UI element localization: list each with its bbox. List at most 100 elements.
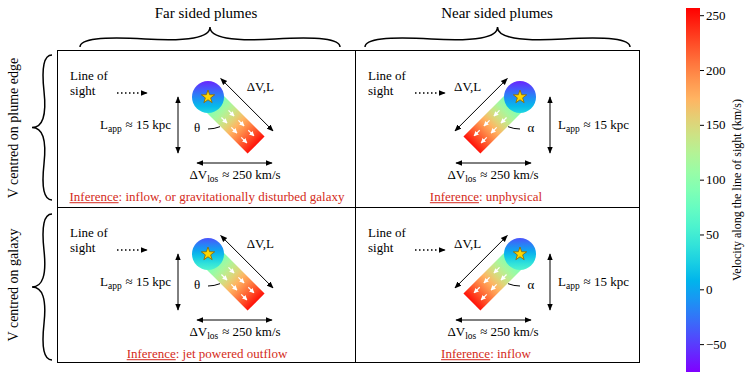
label-text: los: [207, 331, 218, 341]
label-group: V centred on plume edge: [6, 58, 23, 198]
label-group: Far sided plumes: [155, 4, 258, 22]
flow-arrow: [221, 275, 227, 281]
label-group: 250: [706, 8, 726, 24]
plume-illustration: [415, 79, 550, 163]
label-group: Lapp≈ 15 kpc: [558, 117, 629, 135]
flow-arrow: [501, 275, 507, 281]
label-text: 150: [706, 118, 726, 133]
label-group: −50: [706, 337, 726, 353]
dimension-arrow: [197, 163, 272, 164]
label-group: ΔV,L: [247, 236, 274, 252]
tick-mark: [700, 70, 704, 71]
label-text: Line of sight: [70, 68, 108, 98]
label-text: α: [528, 277, 535, 292]
flow-arrow: [241, 294, 247, 300]
inference-text: Inference: [430, 189, 479, 204]
plume-body: [463, 246, 528, 311]
label-text: ΔV,L: [247, 79, 274, 94]
sightline-arrow: [415, 92, 445, 94]
tick-mark: [700, 344, 704, 345]
label-text: Velocity along the line of sight (km/s): [730, 99, 744, 281]
label-group: Near sided plumes: [441, 4, 553, 22]
label-text: los: [207, 174, 218, 184]
label-text: app: [108, 281, 122, 291]
tick-mark: [700, 234, 704, 235]
label-group: Line of sight: [368, 69, 413, 99]
star-symbol: [513, 90, 526, 103]
label-group: V centred on galaxy: [6, 229, 23, 342]
sightline-arrow: [117, 92, 147, 94]
curly-brace: [365, 27, 630, 47]
plume-body: [463, 89, 528, 154]
plume-illustration: [117, 79, 273, 163]
label-group: θ: [194, 120, 200, 136]
plume-body: [200, 246, 265, 311]
label-group: 200: [706, 63, 726, 79]
label-text: ≈ 15 kpc: [126, 117, 171, 132]
flow-arrow: [238, 277, 244, 283]
flow-arrow: [481, 137, 487, 143]
label-text: L: [100, 117, 108, 132]
label-group: ΔVlos≈ 250 km/s: [189, 324, 280, 342]
dimension-arrow: [550, 254, 551, 310]
dimension-arrow: [455, 79, 507, 131]
label-group: ΔV,L: [454, 236, 481, 252]
flow-arrow: [474, 287, 480, 293]
flow-arrow: [494, 267, 500, 273]
label-text: α: [528, 120, 535, 135]
flow-arrow: [491, 284, 497, 290]
dimension-arrow: [455, 236, 507, 288]
label-text: L: [558, 274, 566, 289]
label-text: ΔV,L: [454, 236, 481, 251]
curly-brace: [80, 27, 340, 47]
label-text: los: [465, 174, 476, 184]
label-text: θ: [194, 277, 200, 292]
inference-text: Inference: [70, 189, 119, 204]
tick-mark: [700, 289, 704, 290]
flow-arrow: [241, 137, 247, 143]
inference-text: : jet powered outflow: [176, 346, 288, 361]
label-text: ≈ 250 km/s: [222, 324, 280, 339]
label-group: 100: [706, 172, 726, 188]
flow-arrow: [501, 118, 507, 124]
dimension-arrow: [178, 97, 179, 153]
galaxy-disc: [504, 238, 536, 270]
label-text: Line of sight: [368, 68, 406, 98]
label-text: los: [465, 331, 476, 341]
label-text: ΔV,L: [247, 236, 274, 251]
label-text: app: [566, 281, 580, 291]
flow-arrow: [229, 110, 235, 116]
label-group: 0: [706, 282, 713, 298]
label-text: ≈ 250 km/s: [222, 167, 280, 182]
label-group: ΔVlos≈ 250 km/s: [447, 324, 538, 342]
label-text: θ: [194, 120, 200, 135]
angle-arc: [208, 127, 220, 129]
dimension-arrow: [456, 320, 531, 321]
dimension-arrow: [197, 320, 272, 321]
angle-arc: [508, 284, 520, 286]
dimension-arrow: [221, 79, 273, 131]
galaxy-disc: [504, 81, 536, 113]
label-text: app: [108, 124, 122, 134]
sightline-arrow: [415, 249, 445, 251]
label-text: Line of sight: [368, 225, 406, 255]
plume-illustration: [117, 236, 273, 320]
label-group: Lapp ≈ 15 kpc: [558, 274, 629, 292]
label-text: ≈ 15 kpc: [584, 117, 629, 132]
label-text: ≈ 15 kpc: [584, 274, 629, 289]
inference-line: Inference: inflow: [441, 346, 531, 362]
label-group: θ: [194, 277, 200, 293]
label-group: Lapp≈ 15 kpc: [100, 274, 171, 292]
star-symbol: [201, 90, 214, 103]
curly-brace: [32, 214, 52, 360]
curly-brace: [32, 55, 52, 200]
angle-arc: [208, 284, 220, 286]
label-group: Line of sight: [70, 226, 115, 256]
label-text: V centred on galaxy: [6, 229, 21, 342]
inference-line: Inference: jet powered outflow: [127, 346, 288, 362]
label-group: ΔV,L: [247, 79, 274, 95]
galaxy-disc: [192, 238, 224, 270]
inference-text: Inference: [127, 346, 176, 361]
dimension-arrow: [221, 236, 273, 288]
flow-arrow: [231, 284, 237, 290]
